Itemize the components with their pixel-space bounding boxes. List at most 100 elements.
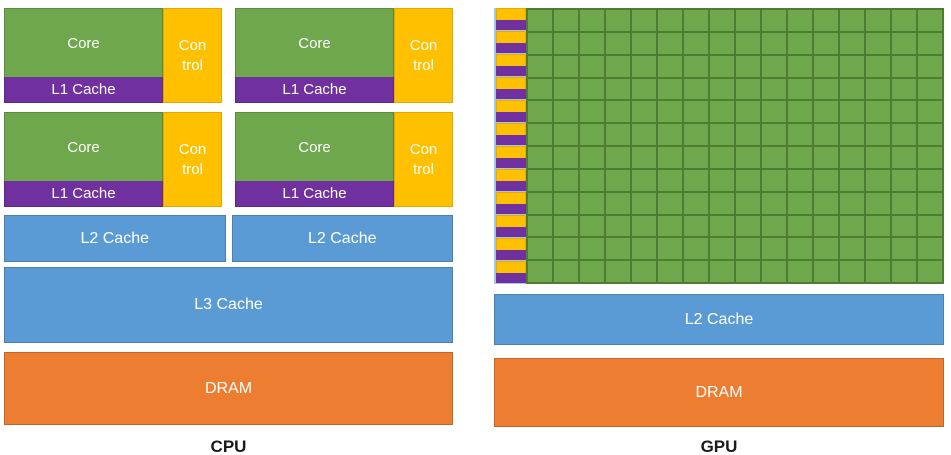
gpu-core-cell (866, 147, 890, 168)
gpu-core-cell (840, 101, 864, 123)
gpu-core-cell (632, 261, 656, 282)
gpu-core-cell (684, 10, 708, 31)
gpu-core-cell (892, 238, 916, 260)
cpu-dram-block: DRAM (4, 352, 453, 425)
gpu-core-cell (632, 215, 656, 237)
gpu-dram-block: DRAM (494, 358, 944, 427)
gpu-core-cell (710, 32, 734, 54)
gpu-core-cell (788, 101, 812, 123)
cpu-core-row-1: Core L1 Cache Con trol Core L1 Cache Con… (4, 8, 453, 103)
gpu-core-cell (606, 261, 630, 282)
gpu-core-cell (892, 124, 916, 145)
gpu-core-cell (918, 10, 942, 31)
gpu-core-cell (814, 169, 838, 191)
gpu-core-cell (840, 10, 864, 31)
gpu-core-cell (736, 10, 760, 31)
gpu-core-cell (528, 78, 552, 100)
gpu-core-cell (866, 238, 890, 260)
gpu-core-cell (840, 55, 864, 77)
cpu-l1-cache-block: L1 Cache (4, 181, 163, 207)
gpu-core-cell (892, 55, 916, 77)
control-label-line1: Con (178, 141, 207, 158)
control-label-line2: trol (413, 160, 434, 178)
gpu-core-cell (710, 101, 734, 123)
gpu-core-cell (554, 192, 578, 214)
gpu-core-cell (788, 124, 812, 145)
cpu-l2-cache-block: L2 Cache (231, 215, 453, 262)
gpu-core-cell (814, 215, 838, 237)
gpu-core-cell (554, 169, 578, 191)
gpu-core-cell (554, 147, 578, 168)
gpu-control-column (494, 8, 526, 284)
gpu-core-cell (528, 238, 552, 260)
gpu-core-cell (580, 32, 604, 54)
gpu-core-cell (554, 124, 578, 145)
control-label-line1: Con (409, 141, 438, 158)
gpu-core-cell (762, 215, 786, 237)
gpu-core-cell (710, 192, 734, 214)
gpu-core-cell (528, 32, 552, 54)
gpu-l1-cache-block (496, 272, 526, 284)
gpu-control-block (496, 215, 526, 227)
gpu-core-cell (684, 192, 708, 214)
gpu-l1-cache-block (496, 180, 526, 192)
gpu-core-cell (918, 55, 942, 77)
gpu-core-cell (762, 147, 786, 168)
gpu-control-block (496, 100, 526, 112)
gpu-core-cell (554, 101, 578, 123)
gpu-core-cell (840, 124, 864, 145)
gpu-core-cell (580, 78, 604, 100)
cpu-l2-cache-block: L2 Cache (4, 215, 226, 262)
gpu-control-pair (496, 77, 526, 100)
gpu-control-block (496, 31, 526, 43)
gpu-control-block (496, 77, 526, 89)
gpu-core-cell (632, 32, 656, 54)
gpu-control-block (496, 146, 526, 158)
gpu-core-cell (892, 261, 916, 282)
gpu-core-cell (658, 55, 682, 77)
gpu-core-cell (814, 78, 838, 100)
gpu-core-cell (632, 124, 656, 145)
cpu-core-unit: Core L1 Cache Con trol (235, 112, 453, 207)
gpu-core-cell (762, 10, 786, 31)
gpu-core-cell (840, 215, 864, 237)
gpu-core-cell (658, 238, 682, 260)
gpu-core-cell (684, 261, 708, 282)
gpu-core-cell (762, 78, 786, 100)
cpu-control-block: Con trol (394, 8, 453, 103)
gpu-core-cell (710, 10, 734, 31)
gpu-core-cell (528, 10, 552, 31)
cpu-core-main: Core L1 Cache (235, 112, 394, 207)
gpu-core-cell (736, 169, 760, 191)
gpu-l1-cache-block (496, 88, 526, 100)
gpu-core-cell (736, 261, 760, 282)
gpu-control-block (496, 261, 526, 273)
gpu-core-cell (554, 55, 578, 77)
gpu-l1-cache-block (496, 157, 526, 169)
gpu-core-cell (814, 238, 838, 260)
cpu-core-block: Core (235, 112, 394, 181)
gpu-core-cell (736, 124, 760, 145)
gpu-core-cell (788, 215, 812, 237)
gpu-core-cell (866, 261, 890, 282)
gpu-core-cell (632, 78, 656, 100)
gpu-core-cell (892, 192, 916, 214)
gpu-core-cell (814, 32, 838, 54)
gpu-control-pair (496, 54, 526, 77)
gpu-l1-cache-block (496, 226, 526, 238)
control-label-line2: trol (182, 160, 203, 178)
gpu-core-cell (684, 32, 708, 54)
gpu-core-cell (580, 124, 604, 145)
gpu-control-pair (496, 8, 526, 31)
gpu-core-cell (814, 147, 838, 168)
control-label-line2: trol (182, 56, 203, 74)
gpu-core-cell (736, 192, 760, 214)
gpu-core-cell (788, 10, 812, 31)
gpu-control-block (496, 169, 526, 181)
gpu-core-cell (866, 55, 890, 77)
gpu-core-cell (762, 261, 786, 282)
gpu-core-cell (658, 147, 682, 168)
gpu-core-cell (710, 261, 734, 282)
cpu-core-row-2: Core L1 Cache Con trol Core L1 Cache Con… (4, 112, 453, 207)
